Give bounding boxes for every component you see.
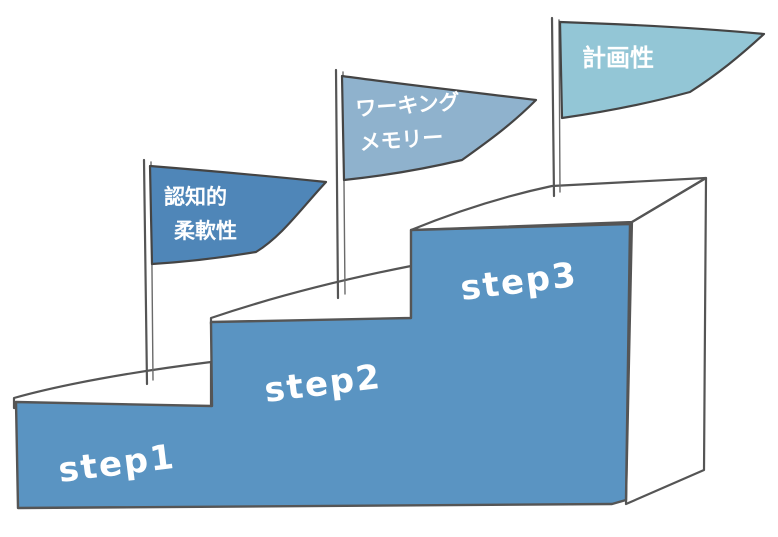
stair-front-face (14, 222, 632, 510)
flag-3: 計画性 (550, 16, 766, 198)
flag-3-banner (558, 20, 766, 120)
flag-3-pole (550, 16, 556, 198)
flag-1-banner (148, 164, 328, 266)
flag-2-pole (334, 68, 340, 300)
flag-3-pole-inner (558, 19, 561, 193)
flag-1-line-1: 認知的 (164, 185, 227, 209)
flag-2-banner (340, 74, 538, 182)
step1-top-surface (12, 360, 213, 410)
step2-top-surface (209, 264, 413, 326)
stair-right-side (624, 176, 708, 506)
flag-1: 認知的 柔軟性 (142, 158, 328, 386)
flag-1-pole (142, 158, 149, 386)
flag-3-line-1: 計画性 (582, 44, 654, 72)
flag-2: ワーキング メモリー (334, 68, 538, 300)
flag-1-line-2: 柔軟性 (174, 219, 237, 243)
flag-2-line-2: メモリー (359, 125, 444, 155)
step3-top-surface (409, 176, 708, 232)
